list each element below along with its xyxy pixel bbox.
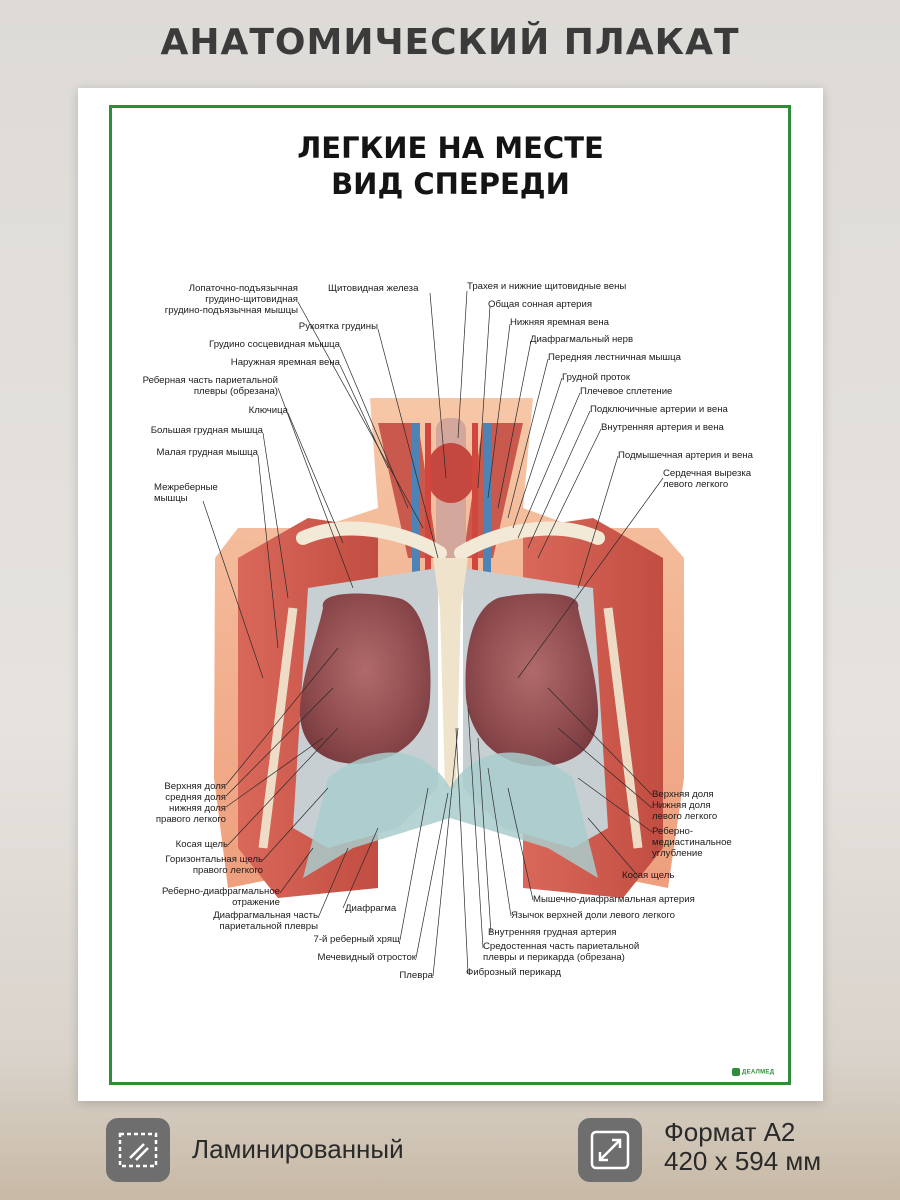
label-musculophrenic-artery: Мышечно-диафрагмальная артерия	[533, 894, 695, 905]
label-diaphragmatic-pleura: Диафрагмальная часть париетальной плевры	[213, 910, 318, 932]
label-omohyoid: Лопаточно-подъязычная грудино-щитовидная…	[164, 283, 298, 316]
label-right-lung-lobes: Верхняя доля средняя доля нижняя доля пр…	[155, 781, 226, 825]
feature-laminated: Ламинированный	[106, 1118, 404, 1182]
label-intercostal-muscles: Межреберные мышцы	[154, 482, 218, 504]
format-name: Формат А2	[664, 1117, 796, 1147]
format-size: 420 х 594 мм	[664, 1146, 822, 1176]
publisher-logo: ДЕАЛМЕД	[732, 1068, 774, 1076]
label-oblique-fissure-right: Косая щель	[175, 839, 228, 850]
label-pectoralis-minor: Малая грудная мышца	[156, 447, 258, 458]
label-axillary-vessels: Подмышечная артерия и вена	[618, 450, 753, 461]
poster-title-line2: ВИД СПЕРЕДИ	[331, 167, 570, 201]
label-costal-pleura: Реберная часть париетальной плевры (обре…	[142, 375, 278, 397]
label-lingula: Язычок верхней доли левого легкого	[511, 910, 676, 921]
feature-format: Формат А2 420 х 594 мм	[578, 1118, 821, 1182]
label-manubrium: Рукоятка грудины	[298, 321, 378, 332]
label-internal-thoracic-artery: Внутренняя грудная артерия	[488, 927, 617, 938]
label-subclavian-vessels: Подключичные артерии и вена	[590, 404, 728, 415]
label-thoracic-duct: Грудной проток	[562, 372, 631, 383]
banner-title: АНАТОМИЧЕСКИЙ ПЛАКАТ	[160, 22, 740, 63]
label-clavicle: Ключица	[248, 405, 288, 416]
label-trachea: Трахея и нижние щитовидные вены	[467, 281, 627, 292]
label-internal-vessels: Внутренняя артерия и вена	[601, 422, 724, 433]
label-cardiac-notch: Сердечная вырезка левого легкого	[663, 468, 752, 490]
laminate-icon	[106, 1118, 170, 1182]
poster-title-line1: ЛЕГКИЕ НА МЕСТЕ	[297, 131, 604, 165]
feature-format-text: Формат А2 420 х 594 мм	[664, 1118, 821, 1176]
label-costodiaphragmatic-reflection: Реберно-диафрагмальное отражение	[162, 886, 280, 908]
poster-title: ЛЕГКИЕ НА МЕСТЕ ВИД СПЕРЕДИ	[78, 130, 823, 202]
label-anterior-scalene: Передняя лестничная мышца	[548, 352, 681, 363]
label-diaphragm: Диафрагма	[345, 903, 397, 914]
label-phrenic-nerve: Диафрагмальный нерв	[530, 334, 634, 345]
feature-laminated-text: Ламинированный	[192, 1134, 404, 1164]
anatomy-illustration	[202, 290, 684, 977]
label-oblique-fissure-left: Косая щель	[622, 870, 675, 881]
logo-mark-icon	[732, 1068, 740, 1076]
label-inferior-jugular-vein: Нижняя яремная вена	[510, 317, 609, 328]
resize-arrows-icon	[578, 1118, 642, 1182]
label-sternocleidomastoid: Грудино сосцевидная мышца	[209, 339, 340, 350]
label-left-lung-lobes: Верхняя доля Нижняя доля левого легкого	[652, 789, 718, 822]
label-costomediastinal-recess: Реберно- медиастинальное углубление	[652, 826, 732, 859]
label-xiphoid-process: Мечевидный отросток	[317, 952, 416, 963]
label-pleura: Плевра	[399, 970, 433, 981]
label-7th-costal-cartilage: 7-й реберный хрящ	[313, 934, 400, 945]
label-common-carotid: Общая сонная артерия	[488, 299, 593, 310]
label-brachial-plexus: Плечевое сплетение	[580, 386, 673, 397]
label-horizontal-fissure: Горизонтальная щель правого легкого	[165, 854, 263, 876]
label-pectoralis-major: Большая грудная мышца	[150, 425, 263, 436]
label-external-jugular-vein: Наружная яремная вена	[230, 357, 340, 368]
poster: ЛЕГКИЕ НА МЕСТЕ ВИД СПЕРЕДИ	[78, 88, 823, 1101]
label-fibrous-pericardium: Фиброзный перикард	[466, 967, 562, 978]
label-mediastinal-pleura: Средостенная часть париетальной плевры и…	[483, 941, 640, 963]
label-thyroid-gland: Щитовидная железа	[328, 283, 419, 294]
poster-frame	[109, 105, 791, 1085]
